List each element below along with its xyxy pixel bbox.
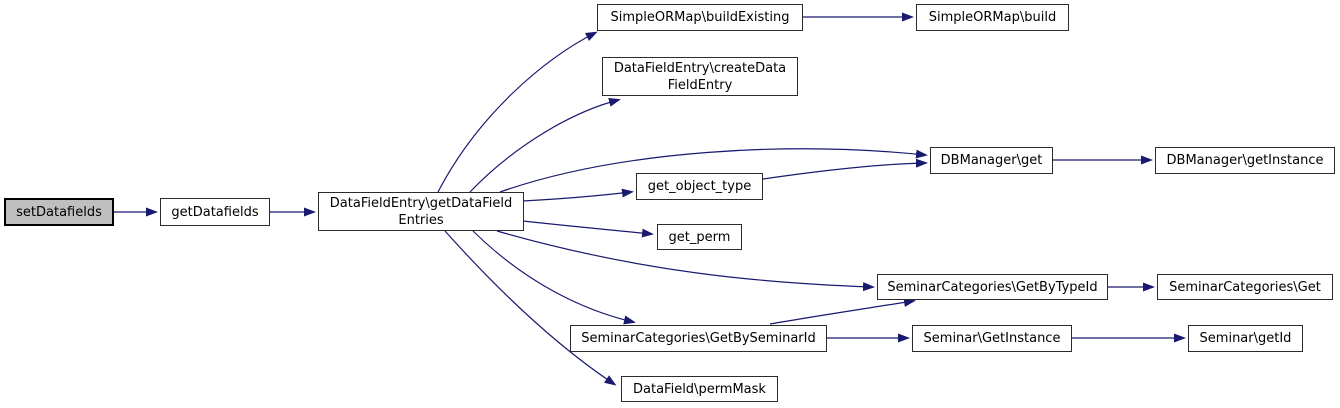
node-label: SeminarCategories\Get [1169, 279, 1321, 295]
node-dbmanager-getinstance[interactable]: DBManager\getInstance [1155, 147, 1335, 174]
node-simpleormap-buildexisting[interactable]: SimpleORMap\buildExisting [597, 4, 803, 31]
node-label: setDatafields [16, 204, 102, 220]
node-label: get_object_type [647, 179, 752, 194]
node-label: DBManager\get [940, 153, 1043, 168]
edge-datafieldentry-getdatafieldentries-to-datafield-permmask [444, 230, 617, 386]
node-seminar-getid[interactable]: Seminar\getId [1188, 325, 1303, 352]
edge-datafieldentry-getdatafieldentries-to-datafieldentry-createdatafieldentry [469, 97, 621, 193]
node-dbmanager-get[interactable]: DBManager\get [930, 147, 1053, 174]
node-datafield-permmask[interactable]: DataField\permMask [621, 376, 778, 402]
node-label: Entries [398, 212, 444, 228]
node-seminar-getinstance[interactable]: Seminar\GetInstance [912, 325, 1072, 352]
node-label: DataField\permMask [633, 381, 766, 397]
node-label: Seminar\getId [1199, 331, 1292, 346]
node-label: getDatafields [171, 204, 259, 220]
node-get-object-type[interactable]: get_object_type [636, 173, 763, 200]
node-label: SeminarCategories\GetBySeminarId [581, 331, 816, 346]
node-simpleormap-build[interactable]: SimpleORMap\build [916, 4, 1069, 31]
node-label: DataFieldEntry\createData [613, 60, 787, 76]
edge-datafieldentry-getdatafieldentries-to-dbmanager-get [499, 148, 928, 193]
edge-datafieldentry-getdatafieldentries-to-get-perm [522, 220, 654, 238]
node-label: SimpleORMap\buildExisting [610, 10, 790, 25]
node-getdatafields[interactable]: getDatafields [160, 198, 270, 226]
node-label: get_perm [668, 229, 731, 245]
node-seminarcategories-get[interactable]: SeminarCategories\Get [1157, 274, 1333, 300]
node-seminarcategories-getbyseminarid[interactable]: SeminarCategories\GetBySeminarId [570, 325, 827, 352]
edge-get-object-type-to-dbmanager-get [762, 158, 928, 180]
node-label: Seminar\GetInstance [923, 331, 1061, 346]
edge-seminarcategories-getbyseminarid-to-seminarcategories-getbytypeid [769, 297, 916, 325]
edge-datafieldentry-getdatafieldentries-to-get-object-type [522, 188, 634, 202]
node-label: DBManager\getInstance [1166, 153, 1324, 168]
node-label: FieldEntry [667, 77, 733, 93]
node-label: SeminarCategories\GetByTypeId [887, 279, 1098, 295]
node-get-perm[interactable]: get_perm [657, 224, 742, 250]
edge-datafieldentry-getdatafieldentries-to-simpleormap-buildexisting [437, 31, 598, 193]
node-seminarcategories-getbytypeid[interactable]: SeminarCategories\GetByTypeId [877, 274, 1108, 300]
node-label: SimpleORMap\build [928, 10, 1057, 25]
node-label: DataFieldEntry\getDataField [329, 195, 513, 211]
node-setdatafields: setDatafields [4, 198, 114, 226]
edge-datafieldentry-getdatafieldentries-to-seminarcategories-getbyseminarid [472, 230, 636, 325]
edge-datafieldentry-getdatafieldentries-to-seminarcategories-getbytypeid [496, 230, 875, 292]
